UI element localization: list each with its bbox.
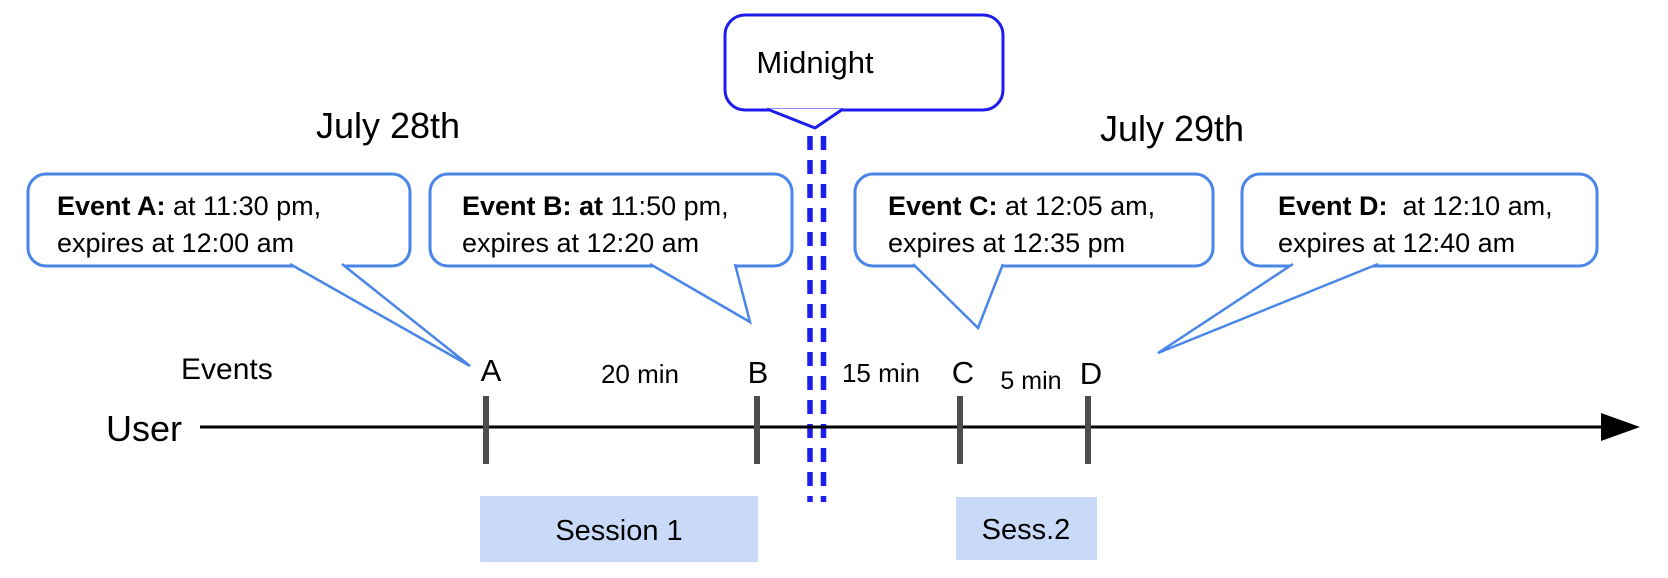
event-c-text-line2: expires at 12:35 pm: [888, 228, 1125, 258]
midnight-divider: [807, 136, 827, 502]
event-d-time: at 12:10 am,: [1388, 191, 1553, 221]
event-b-callout: Event B: at 11:50 pm, expires at 12:20 a…: [428, 172, 794, 325]
event-b-box: [428, 172, 794, 268]
events-label: Events: [181, 353, 273, 386]
tick-c-label: C: [952, 355, 974, 390]
event-b-text-line1: Event B: at 11:50 pm,: [462, 191, 729, 221]
midnight-callout: Midnight: [723, 13, 1005, 130]
session-bars: Session 1 Sess.2: [480, 496, 1097, 562]
session-1-label: Session 1: [555, 515, 682, 547]
event-a-text-line2: expires at 12:00 am: [57, 228, 294, 258]
date-july-28th: July 28th: [316, 105, 460, 146]
event-d-callout: Event D: at 12:10 am, expires at 12:40 a…: [1157, 172, 1599, 355]
event-a-tail: [289, 262, 471, 368]
tick-d-label: D: [1080, 356, 1102, 391]
timeline-ticks: [483, 396, 1091, 464]
tick-a-label: A: [481, 353, 502, 388]
event-b-tail: [649, 262, 752, 325]
session-2-box: [956, 497, 1097, 560]
interval-5min-label: 5 min: [1000, 367, 1061, 395]
event-c-title: Event C:: [888, 191, 998, 221]
event-a-title: Event A:: [57, 191, 166, 221]
event-b-title: Event B: at: [462, 191, 603, 221]
date-july-29th: July 29th: [1100, 108, 1244, 149]
timeline-axis: [200, 413, 1640, 441]
event-a-text-line1: Event A: at 11:30 pm,: [57, 191, 321, 221]
session-1-box: [480, 496, 758, 562]
timeline-arrowhead-icon: [1601, 413, 1640, 441]
event-d-text-line1: Event D: at 12:10 am,: [1278, 191, 1553, 221]
event-b-text-line2: expires at 12:20 am: [462, 228, 699, 258]
event-a-time: at 11:30 pm,: [166, 191, 322, 221]
event-c-text-line1: Event C: at 12:05 am,: [888, 191, 1155, 221]
event-a-box: [26, 172, 412, 268]
session-2-label: Sess.2: [982, 514, 1071, 546]
event-c-box: [853, 172, 1215, 268]
event-c-callout: Event C: at 12:05 am, expires at 12:35 p…: [853, 172, 1215, 331]
event-a-callout: Event A: at 11:30 pm, expires at 12:00 a…: [26, 172, 471, 368]
midnight-callout-box: [723, 13, 1005, 112]
event-d-text-line2: expires at 12:40 am: [1278, 228, 1515, 258]
interval-15min-label: 15 min: [842, 358, 920, 388]
event-c-tail: [912, 263, 1005, 331]
event-c-time: at 12:05 am,: [998, 191, 1156, 221]
event-d-tail: [1157, 262, 1379, 355]
midnight-callout-pointer: [766, 107, 844, 130]
user-label: User: [106, 408, 182, 449]
tick-b-label: B: [748, 355, 769, 390]
event-d-box: [1240, 172, 1599, 268]
event-d-title: Event D:: [1278, 191, 1388, 221]
interval-20min-label: 20 min: [601, 359, 679, 389]
midnight-label: Midnight: [756, 45, 874, 80]
event-b-time: 11:50 pm,: [603, 191, 729, 221]
